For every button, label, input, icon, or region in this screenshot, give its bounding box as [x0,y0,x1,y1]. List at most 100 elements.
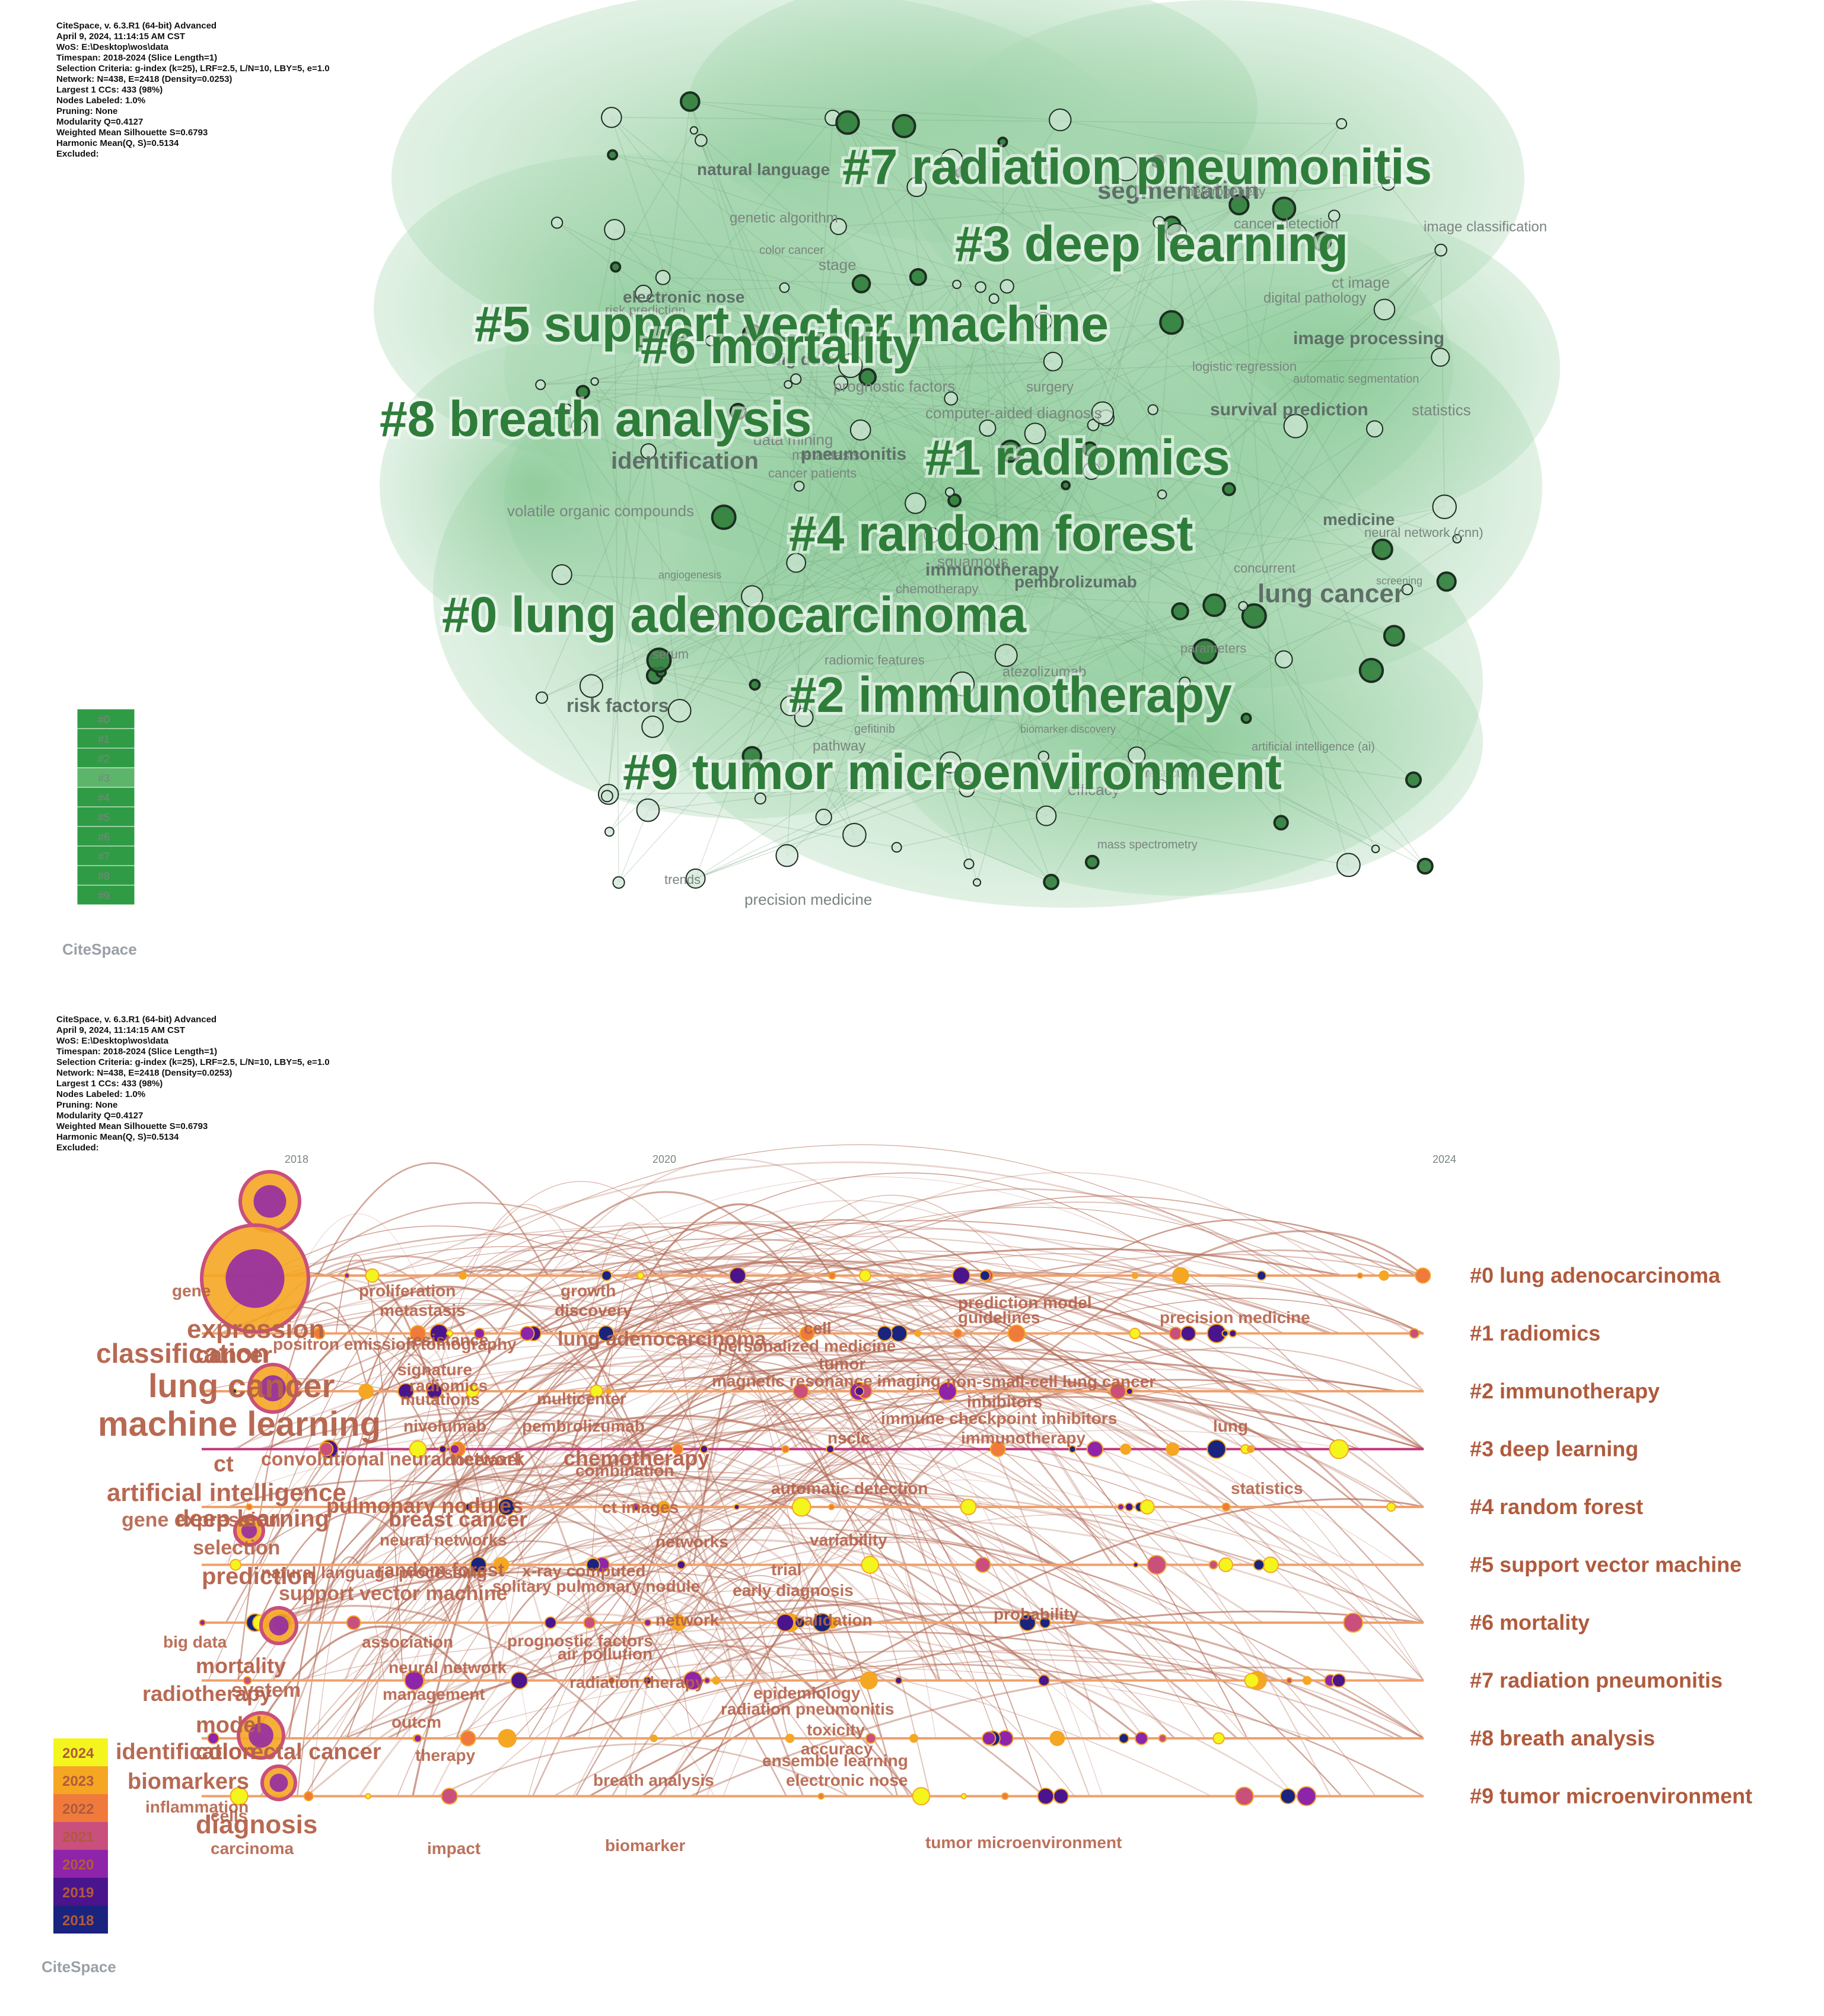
timeline-arc [721,1536,1342,1797]
cluster-node [575,384,590,399]
cluster-node [988,293,999,304]
cluster-link [847,122,1053,362]
timeline-keyword: electronic nose [786,1771,908,1789]
cluster-link [618,810,649,883]
cluster-link [1007,204,1240,287]
timeline-node [1109,1382,1126,1400]
cluster-node [551,564,572,586]
timeline-keyword: growth [561,1282,616,1300]
cluster-node [992,536,1006,550]
timeline-arc [610,1345,1425,1566]
timeline-arc [527,1258,1114,1566]
cluster-keyword: statistics [1412,401,1471,419]
cluster-link [582,392,1106,419]
cluster-keyword: cancer patients [768,466,857,481]
metadata-line: Pruning: None [56,106,118,116]
timeline-keyword: mutations [400,1390,480,1408]
cluster-link [618,535,932,883]
timeline-arc [431,1591,770,1797]
timeline-node [683,1671,703,1690]
metadata-line: Timespan: 2018-2024 (Slice Length=1) [56,53,218,63]
cluster-link [611,117,855,835]
cluster-link [542,424,1094,698]
timeline-arc [412,1441,583,1796]
timeline-node [877,1325,893,1341]
timeline-arc [369,1204,585,1739]
metadata-line: Largest 1 CCs: 433 (98%) [56,1079,163,1089]
timeline-keyword: tumor [819,1354,865,1373]
timeline-node [854,1386,865,1397]
timeline-nodes [199,1170,1431,1807]
year-legend-swatch [53,1794,108,1822]
cluster-link [896,815,1047,848]
timeline-arc [302,1324,514,1508]
timeline-arc [473,1242,798,1450]
cluster-link [695,581,1447,879]
timeline-node [776,1613,795,1632]
timeline-arc [437,1290,1032,1508]
timeline-arc [462,1353,1304,1451]
timeline-arc [426,1414,991,1566]
timeline-arc [629,1300,1195,1334]
year-legend-swatch [53,1766,108,1794]
cluster-node [1147,404,1158,415]
timeline-node [413,1734,422,1743]
timeline-keyword: immunotherapy [961,1429,1086,1447]
timeline-arc [724,1347,1424,1681]
timeline-keyword: trial [771,1560,801,1579]
cluster-keyword: electronic nose [623,288,744,306]
cluster-link [663,277,981,288]
timeline-arc [283,1233,1018,1450]
timeline-arc [259,1266,504,1565]
cluster-keyword: ct image [1332,274,1390,291]
cluster-link [860,430,978,883]
cluster-keyword: chemotherapy [896,581,978,596]
cluster-label: #0 lung adenocarcinoma [442,587,1027,643]
cluster-node [944,487,955,497]
cluster-node [1153,779,1169,795]
timeline-node [1253,1559,1265,1571]
cluster-link [652,204,1240,727]
timeline-arc [561,1649,1424,1739]
cluster-link [594,340,711,382]
timeline-arc [670,1268,819,1681]
timeline-arc [343,1630,1242,1740]
timeline-arc [469,1513,1328,1797]
cluster-node [1381,176,1396,191]
cluster-link [1005,225,1172,656]
timeline-arc [649,1285,941,1681]
timeline-node [672,1443,683,1455]
timeline-arc [237,1446,690,1739]
timeline-node [1303,1675,1312,1686]
timeline-node [1221,1502,1231,1512]
timeline-arc [488,1489,1424,1624]
timeline-keyword: lung adenocarcinoma [558,1328,766,1350]
timeline-arc [352,1494,748,1681]
timeline-arc [531,1300,987,1623]
cluster-legend-label: #6 [98,831,110,843]
cluster-link [832,117,962,448]
timeline-arc [333,1310,919,1739]
cluster-link [823,470,1092,818]
timeline-keyword: identification [116,1740,256,1764]
timeline-year-label: 2024 [1433,1153,1456,1165]
timeline-keyword: breast cancer [389,1507,527,1531]
timeline-node [498,1729,517,1748]
timeline-keyword: random forest [377,1559,504,1581]
cluster-link [867,377,1052,882]
cluster-keyword: natural language [697,160,830,179]
cluster-label: #4 random forest [789,505,1193,561]
cluster-legend: #0#1#2#3#4#5#6#7#8#9 [77,708,135,905]
timeline-keyword: association [362,1633,453,1651]
metadata-line: Nodes Labeled: 1.0% [56,1089,146,1099]
timeline-keyword: deep learning [175,1506,329,1532]
citespace-logo-bottom: CiteSpace [42,1958,116,1976]
cluster-label-halo: #5 support vector machine [475,296,1109,352]
cluster-node [784,380,793,389]
cluster-link [1179,250,1441,612]
cluster-link [541,451,649,698]
cluster-link [795,379,841,384]
timeline-arcs [202,1144,1425,1797]
timeline-keyword: air pollution [558,1645,652,1663]
timeline-keyword: artificial intelligence [107,1478,346,1506]
